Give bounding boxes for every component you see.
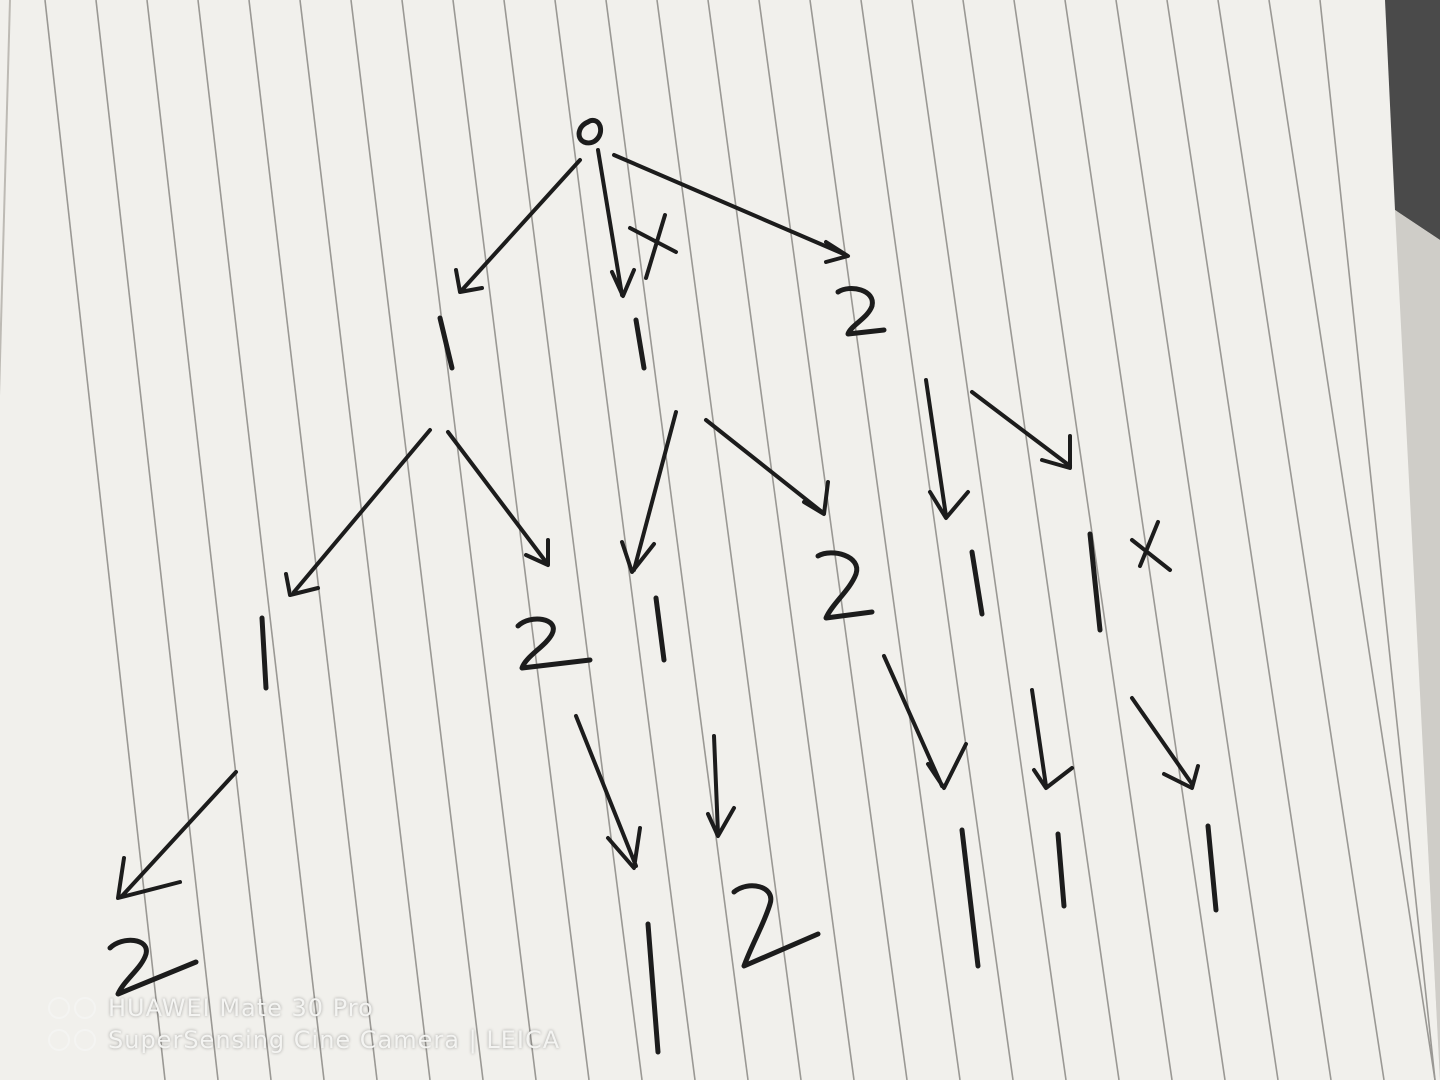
ruled-line [1217,0,1385,1080]
node-l3-e-1 [1055,831,1067,909]
ruled-line [197,0,325,1080]
camera-rings-icon [48,1029,96,1051]
ruled-line [1268,0,1436,1080]
ruled-line [962,0,1120,1080]
ruled-line [758,0,908,1080]
watermark-model-text: HUAWEI Mate 30 Pro [108,994,374,1022]
edge-l2-a-to-l3-a [116,770,238,900]
node-l3-f-1 [1205,823,1219,913]
edge-l2-f-to-l3-f [1130,696,1200,790]
ruled-line [350,0,484,1080]
ruled-line [503,0,643,1080]
ruled-line [1319,0,1436,1080]
edge-l2-c-to-l3-c [706,734,736,838]
ruled-line [95,0,219,1080]
node-l1-mid-1 [633,317,647,371]
ruled-line [911,0,1067,1080]
ruled-line [401,0,537,1080]
node-l1-left-1 [437,315,455,371]
camera-watermark-model: HUAWEI Mate 30 Pro [48,994,374,1022]
edge-l1-right-to-l2-e [924,378,970,520]
ruled-line [248,0,378,1080]
node-l3-a-2 [107,937,199,997]
node-l3-c-2 [731,883,821,969]
edge-l2-b-to-l3-b [574,714,642,870]
edge-l2-e-to-l3-e [1030,688,1074,790]
ruled-line [1115,0,1279,1080]
edge-root-to-l1-left [454,158,582,294]
node-l2-f-1 [1087,531,1103,633]
ruled-line [44,0,166,1080]
node-l2-b-2 [515,616,593,671]
node-l3-b-1 [645,921,661,1055]
edge-l2-d-to-l3-d [882,654,968,790]
ruled-line [452,0,590,1080]
edge-l1-right-to-l2-f [970,390,1072,470]
ruled-lines [44,0,1436,1080]
ruled-line [1064,0,1226,1080]
edge-l1-mid-to-l2-c [620,410,678,574]
background-desk [1395,210,1440,1080]
ruled-line [809,0,961,1080]
pruned-x-mark [628,213,678,280]
node-l2-c-1 [653,595,667,663]
edge-l1-left-to-l2-a [284,428,432,597]
watermark-camera-text: SuperSensing Cine Camera | LEICA [108,1026,561,1054]
node-root-0 [576,117,604,146]
background-desk [1385,0,1440,240]
ruled-line [605,0,749,1080]
ruled-line [554,0,696,1080]
ruled-line [299,0,431,1080]
pruned-x-mark [1130,520,1172,572]
ruled-line [146,0,272,1080]
node-l2-e-1 [969,549,985,617]
node-l2-a-1 [259,615,269,691]
camera-watermark-camera: SuperSensing Cine Camera | LEICA [48,1026,560,1054]
edge-root-to-l1-mid [596,148,636,298]
edge-l1-left-to-l2-b [446,430,550,567]
edge-l1-mid-to-l2-d [704,418,830,516]
edge-root-to-l1-right [612,153,850,264]
ruled-line [860,0,1014,1080]
node-l3-d-1 [959,827,981,969]
node-l2-d-2 [815,550,875,621]
node-l1-right-2 [835,286,887,337]
camera-rings-icon [48,997,96,1019]
ruled-line [707,0,855,1080]
margin-line [0,0,11,397]
ruled-line [1166,0,1332,1080]
ruled-line [656,0,802,1080]
